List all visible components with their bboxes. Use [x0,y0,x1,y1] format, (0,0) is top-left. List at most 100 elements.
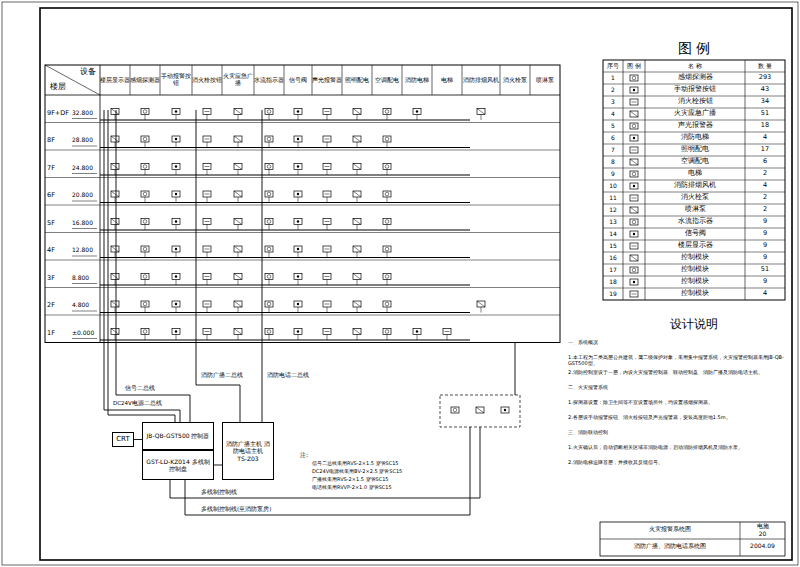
table-cell: 17 [603,264,623,276]
device-stub [269,252,270,258]
symbol-mark [234,219,242,225]
device-symbol [294,136,302,142]
device-symbol [172,109,180,115]
device-symbol [265,164,273,170]
bus-riser [116,110,117,395]
device-symbol [323,109,331,115]
table-cell: 15 [603,240,623,252]
device-symbol [111,274,119,280]
device-stub [357,335,358,341]
elevation: ±0.000 [72,330,94,337]
column-header: 照明配电 [342,65,372,95]
device-stub [481,115,482,121]
symbol-mark [175,165,177,167]
device-symbol [323,219,331,225]
device-symbol [353,301,361,307]
device-stub [269,225,270,231]
device-symbol [234,246,242,252]
device-stub [447,335,448,341]
symbol-mark [267,137,271,141]
design-note: 1.探测器设置：除卫生间等不宜设置场所外，均设置感烟探测器。 [568,400,785,406]
device-stub [145,280,146,286]
device-symbol [265,136,273,142]
device-stub [387,307,388,313]
table-header: 名 称 [645,60,745,72]
symbol-mark [111,164,119,170]
symbol-mark [234,246,242,252]
table-cell: 10 [603,180,623,192]
device-stub [298,335,299,341]
table-cell: 2 [745,204,785,216]
column-header: 感烟探测器 [130,65,160,95]
device-stub [357,225,358,231]
device-symbol [172,246,180,252]
device-stub [145,115,146,121]
floor-bus [100,174,470,175]
symbol-mark [267,220,271,224]
table-line [603,216,785,217]
device-symbol [294,109,302,115]
symbol-mark [385,192,389,196]
table-line [740,522,741,556]
device-stub [327,225,328,231]
pump-symbol [476,407,484,413]
device-stub [269,335,270,341]
column-header: 消火栓按钮 [192,65,222,95]
symbol-mark [385,247,389,251]
table-cell: 控制模块 [645,252,745,264]
table-cell: 水流指示器 [645,216,745,228]
device-stub [115,335,116,341]
note-heading: 注: [300,452,308,459]
symbol-mark [325,276,330,277]
device-symbol [413,329,421,335]
table-cell: 18 [745,120,785,132]
legend-symbol [630,195,638,201]
column-header: 喷淋泵 [530,65,560,95]
symbol-mark [234,109,242,115]
table-line [462,65,463,95]
table-line [45,95,560,96]
device-stub [207,197,208,203]
device-symbol [383,219,391,225]
device-stub [238,307,239,313]
device-stub [357,142,358,148]
monitor-box: CRT [112,432,134,447]
device-stub [269,307,270,313]
symbol-mark [267,165,271,169]
symbol-mark [353,164,361,170]
device-stub [387,252,388,258]
device-symbol [141,164,149,170]
device-stub [357,170,358,176]
device-symbol [172,301,180,307]
device-symbol [353,274,361,280]
device-stub [298,142,299,148]
symbol-mark [267,247,271,251]
table-cell: 5 [603,120,623,132]
symbol-mark [205,194,210,195]
device-symbol [294,219,302,225]
table-cell: 空调配电 [645,156,745,168]
device-symbol [203,246,211,252]
symbol-mark [325,304,330,305]
box-text: TS-Z03 [237,455,258,462]
table-header: 图 例 [623,60,645,72]
device-stub [176,115,177,121]
device-stub [298,252,299,258]
elevation: 12.800 [72,247,93,254]
box-text: GST-LD-KZ014 多线制控制盘 [146,458,210,472]
device-stub [357,280,358,286]
elevation-underline [72,146,97,147]
device-stub [176,170,177,176]
table-cell: 17 [745,144,785,156]
table-cell: 51 [745,264,785,276]
symbol-mark [267,330,271,334]
table-header: 序号 [603,60,623,72]
symbol-mark [445,331,450,332]
device-stub [238,225,239,231]
floor-name: 5F [47,220,55,227]
device-symbol [323,164,331,170]
device-stub [269,115,270,121]
device-stub [207,142,208,148]
device-symbol [111,301,119,307]
device-stub [327,252,328,258]
